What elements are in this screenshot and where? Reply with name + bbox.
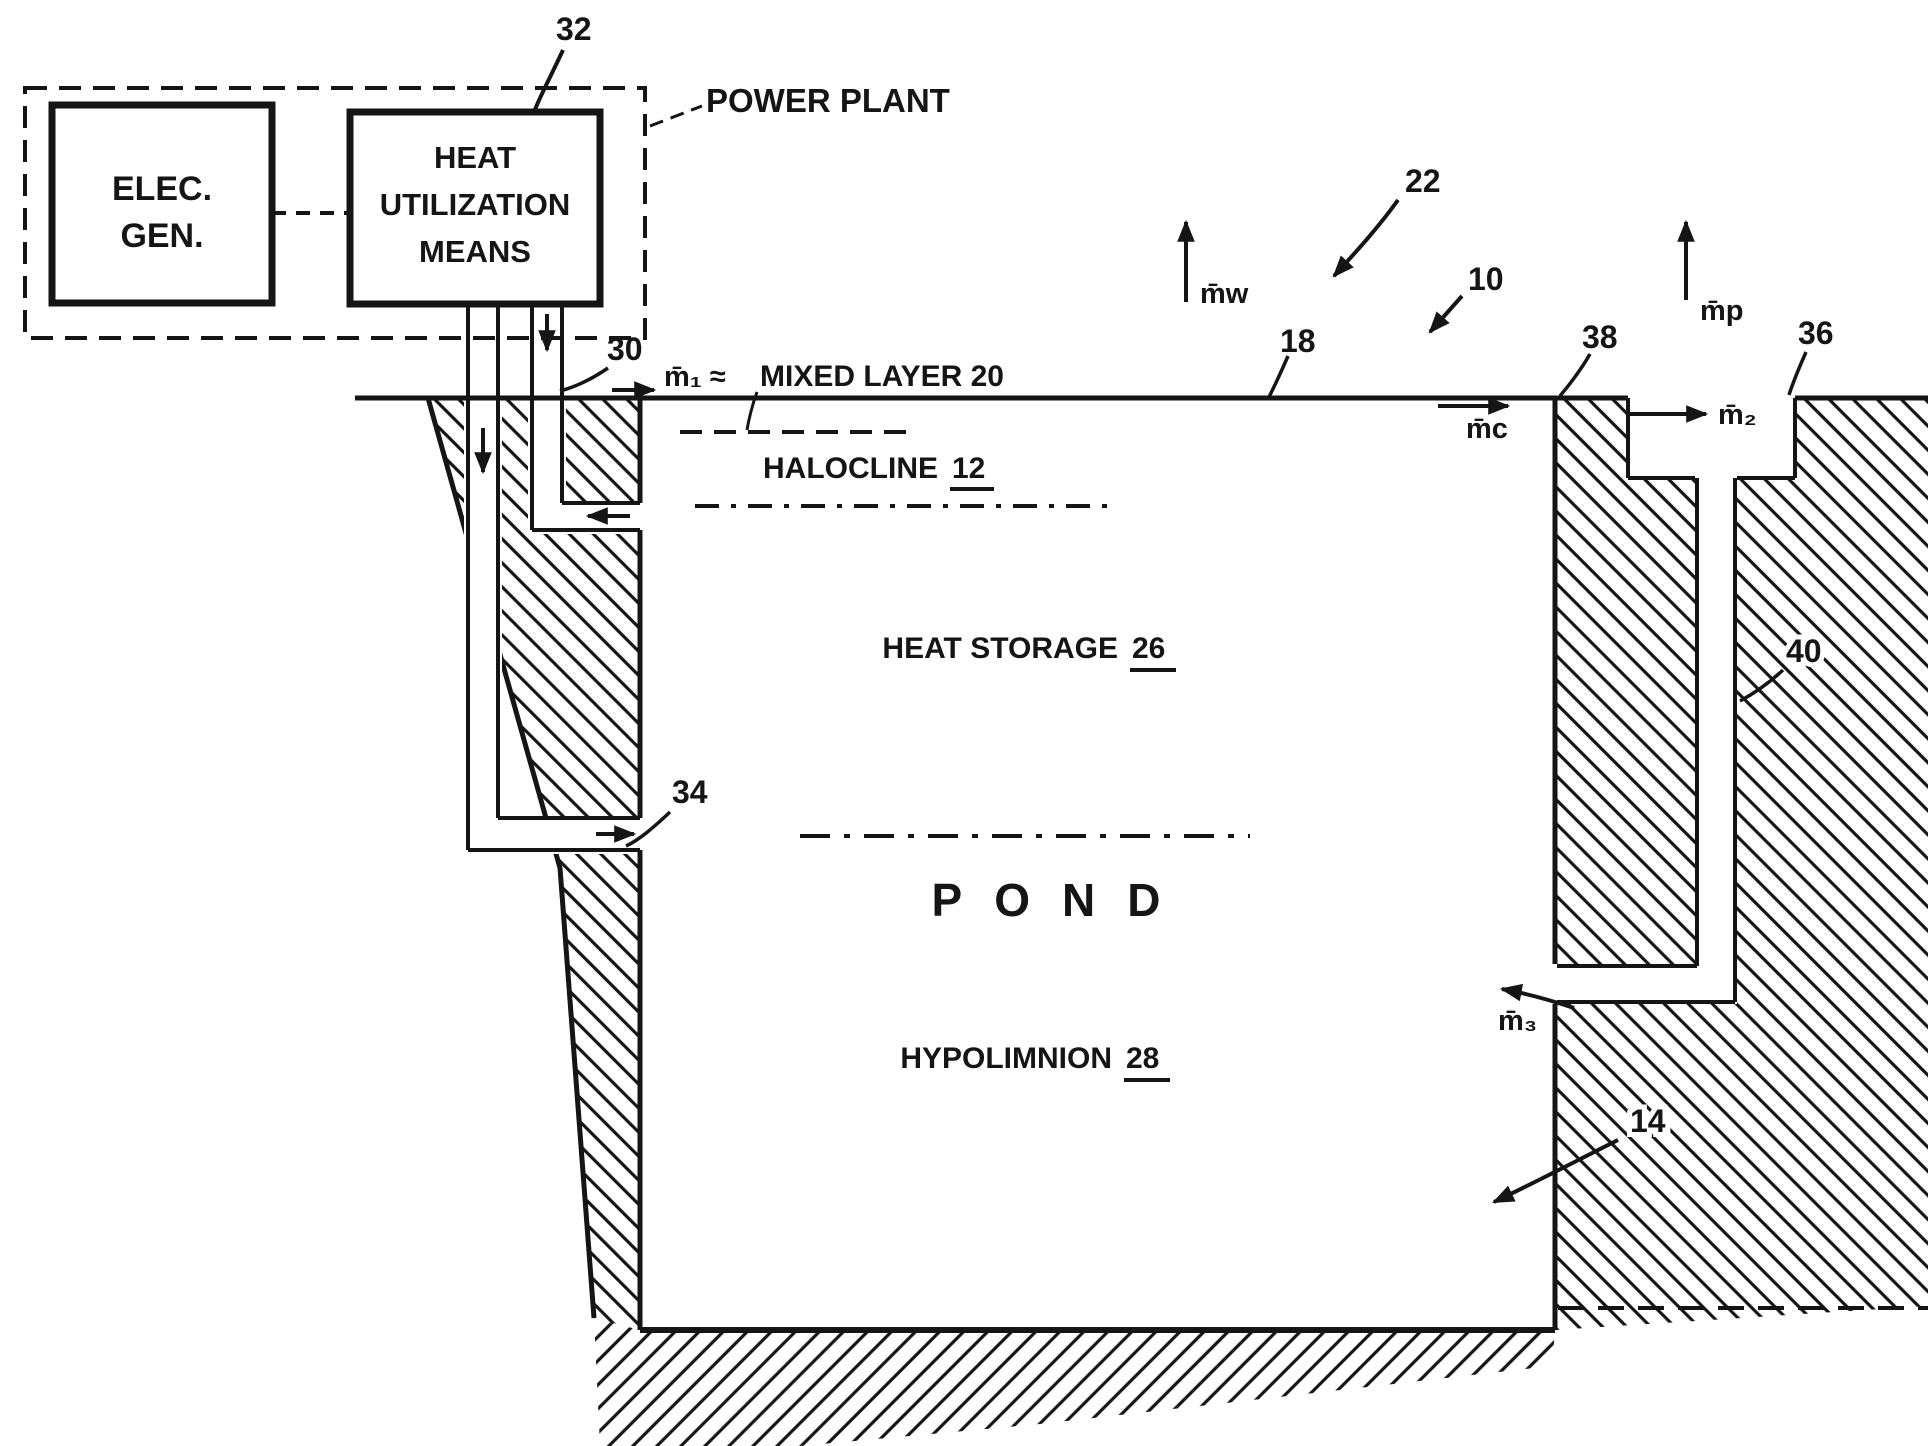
right-bank-hatch [1555,398,1928,1330]
ref34-label: 34 [672,774,708,810]
elbow-cutout [1553,964,1737,1004]
bottom-ground-hatch [594,1318,1555,1446]
power-plant-label-leader [649,104,703,128]
ref32-leader [532,49,565,113]
halocline-label: HALOCLINE [763,452,938,485]
flow-m1-label: m̄₁ ≈ [664,361,726,393]
flow-m3-label: m̄₃ [1498,1005,1537,1037]
pond-labels: m̄₁ ≈ MIXED LAYER 20 HALOCLINE 12 HEAT S… [664,360,1193,1082]
outlet-channel-outline [1626,398,1797,480]
ref22-label: 22 [1405,163,1441,199]
heat-utilization-label-line3: MEANS [419,234,531,269]
pond-outline [355,395,1928,1333]
mixed-layer-label: MIXED LAYER 20 [760,360,1004,393]
left-bank-hatch [428,398,640,1330]
ref30-label: 30 [607,331,643,367]
ref18-label: 18 [1280,323,1316,359]
ref30-leader [559,366,609,393]
ref38-leader [1558,353,1592,398]
power-plant-label: POWER PLANT [706,82,950,119]
heat-utilization-label-line2: UTILIZATION [380,187,571,222]
seepage-arrow [1492,1138,1619,1204]
ref10-arrow [1428,294,1464,334]
hypolimnion-number: 28 [1126,1042,1159,1075]
downcomer-pipe-cutout [1695,478,1737,1004]
ref14-label: 14 [1630,1103,1666,1139]
layer-lines [680,391,1928,1310]
pond-label: POND [932,874,1193,926]
deep-return-arrow [1499,983,1575,1010]
pipes [466,305,1737,1004]
ref32-label: 32 [556,11,592,47]
halocline-number: 12 [952,452,985,485]
ref40-label: 40 [1786,633,1822,669]
elec-gen-box [48,101,276,307]
power-plant: ELEC. GEN. HEAT UTILIZATION MEANS POWER … [23,11,950,340]
flow-m2-label: m̄₂ [1718,399,1757,431]
ref10-label: 10 [1468,261,1504,297]
heat-storage-label: HEAT STORAGE [882,632,1118,665]
hypolimnion-label: HYPOLIMNION [900,1042,1112,1075]
reference-labels: m̄w 22 10 18 38 m̄p 36 m̄c m̄₂ 40 m̄₃ 14… [607,163,1834,1144]
heat-utilization-label-line1: HEAT [434,140,516,175]
downcomer-pipe-40 [1557,478,1737,1004]
power-plant-dashed-boundary [23,86,647,340]
leader-lines [559,351,1808,848]
flow-arrows [474,198,1709,1204]
heat-utilization-box [346,108,604,308]
ref18-leader [1267,355,1290,398]
ref36-label: 36 [1798,315,1834,351]
pipe-a [466,305,640,852]
ref34-leader [625,810,672,848]
elec-gen-label-line2: GEN. [120,217,203,255]
flow-mp-label: m̄p [1700,295,1744,327]
flow-mw-label: m̄w [1200,278,1249,310]
flow-mc-label: m̄c [1466,413,1508,445]
ground-hatching [425,397,1928,1446]
outlet-channel-cutout [1626,392,1797,480]
elec-gen-label-line1: ELEC. [112,170,212,208]
ref40-leader [1739,668,1785,703]
ref22-arrow [1332,198,1400,278]
heat-storage-number: 26 [1132,632,1165,665]
mixed-layer-leader [745,391,759,431]
pipe-b [530,305,640,532]
ref36-leader [1787,351,1808,396]
ref38-label: 38 [1582,319,1618,355]
pipe-cutouts [464,392,1797,1004]
